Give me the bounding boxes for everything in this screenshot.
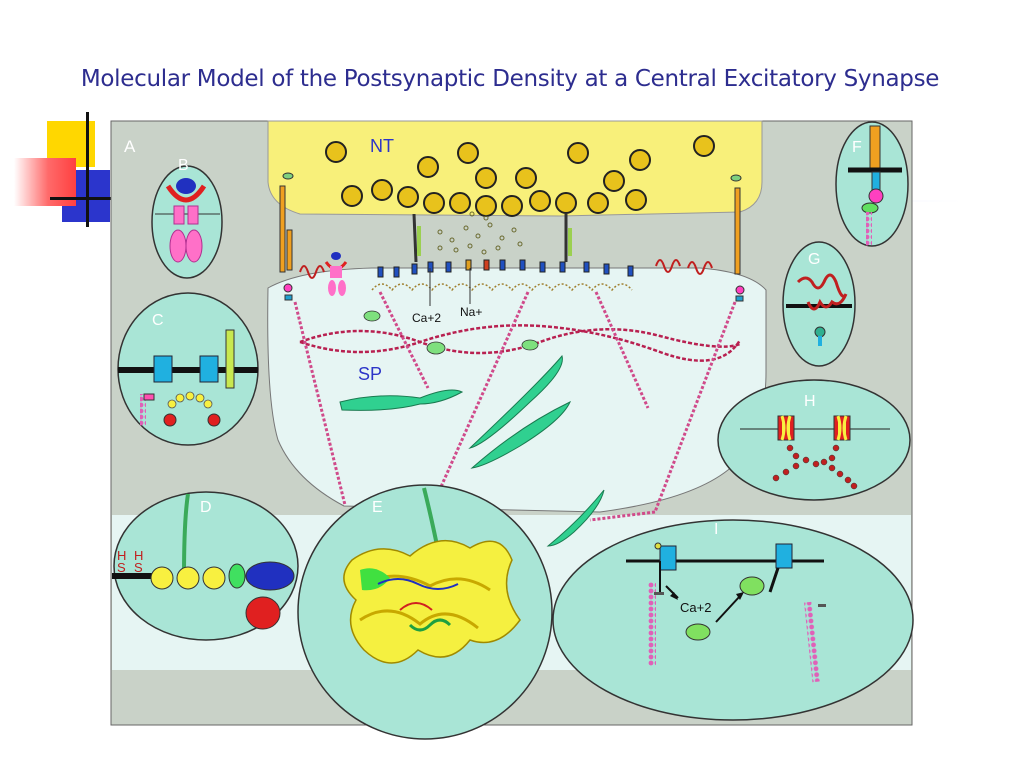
protein-ribbon [343,539,521,664]
membrane-receptors [377,259,634,278]
panel-label-e: E [372,499,383,516]
hs-label-h2: H [134,548,143,563]
g-protein-receptor-right-1 [655,259,681,273]
panel-g: G [782,241,856,367]
ion-label-na: Na+ [460,305,482,319]
green-blob-3 [521,339,539,351]
spine-apparatus-3 [470,400,572,469]
panel-label-i: I [714,521,718,538]
spine-apparatus-2 [468,354,563,449]
receptor-small-b [324,252,348,296]
deco-vertical-line [86,112,89,227]
slide-title: Molecular Model of the Postsynaptic Dens… [80,66,940,92]
vesicles [325,135,715,217]
actin-filament-a [299,328,741,355]
panel-f: F [835,121,909,247]
spine-apparatus-1 [339,389,464,411]
sp-label: SP [358,364,382,384]
ca-label-i: Ca+2 [680,600,711,615]
nt-label: NT [370,136,394,156]
panel-label-c: C [152,312,164,329]
panel-label-d: D [200,499,212,516]
actin-filament-b [299,324,742,362]
panel-i: I Ca+2 [552,519,914,721]
postsynaptic-spine [267,267,767,513]
neurexin-head-right [568,228,572,256]
panel-label-a: A [124,137,136,156]
neurexin-stalk-left [412,213,418,263]
panel-e: E [297,484,553,740]
hs-label-s2: S [134,560,143,575]
linking-filaments [293,291,737,522]
g-protein-receptor-right-2 [687,261,713,275]
neurexin-head-left [417,226,421,256]
receptor-scaffold-chain [371,283,633,292]
deco-horizontal-line [50,197,122,200]
adhesion-left [279,172,294,301]
panel-h: H [717,379,911,501]
hs-label-h1: H [117,548,126,563]
panel-label-f: F [852,139,862,156]
ion-label-ca: Ca+2 [412,311,441,325]
panel-b: B [151,157,223,279]
panel-label-g: G [808,251,820,268]
released-transmitter [437,211,523,255]
g-protein-receptor-left [299,265,325,279]
spine-apparatus-4 [546,489,605,547]
green-blob-1 [363,310,381,322]
hs-label-s1: S [117,560,126,575]
panel-label-b: B [178,157,189,174]
panel-d: D H S H S [112,491,299,641]
panel-label-h: H [804,393,816,410]
panel-c: C [117,292,259,446]
adhesion-right [730,174,745,302]
green-blob-2 [426,341,446,355]
